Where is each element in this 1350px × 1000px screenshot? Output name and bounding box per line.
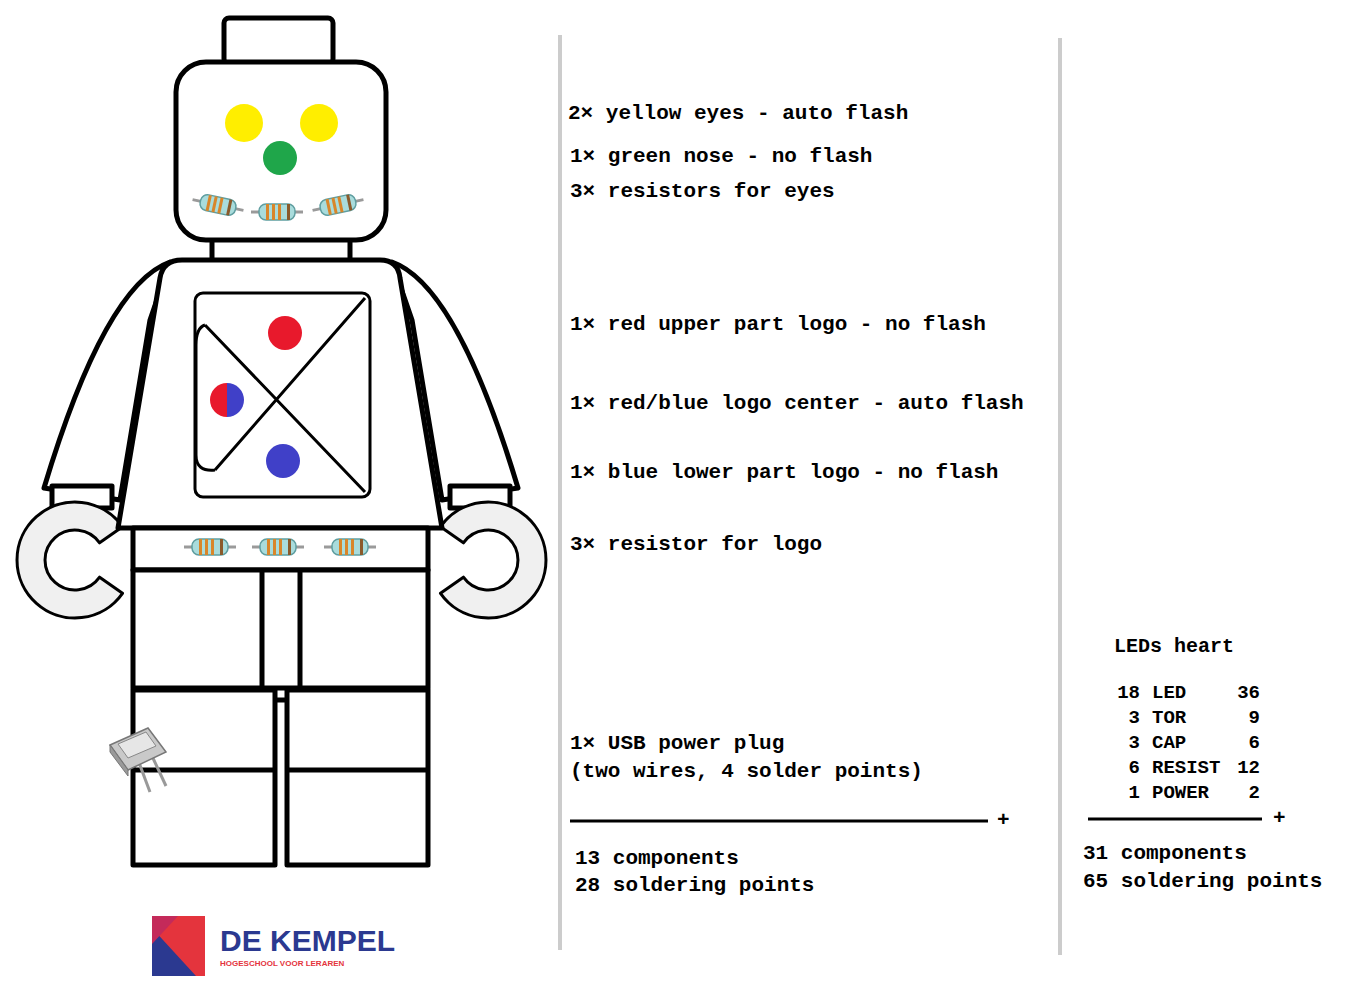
component-label: 1× red upper part logo - no flash [570, 313, 986, 337]
table-cell: 9 [1249, 708, 1260, 730]
plus-sign: + [997, 809, 1010, 833]
brand-icon [152, 916, 205, 976]
table-cell: 6 [1129, 758, 1140, 780]
divider-line [558, 35, 562, 950]
left-leg [133, 690, 275, 865]
component-label: 3× resistor for logo [570, 533, 822, 557]
head [176, 62, 386, 240]
resistor-symbol [184, 539, 236, 555]
right-hand [441, 502, 546, 618]
red-led [268, 316, 302, 350]
table-cell: 2 [1249, 783, 1260, 805]
green-nose-led [263, 141, 297, 175]
table-cell: TOR [1152, 708, 1186, 730]
total-label: 65 soldering points [1083, 870, 1322, 894]
plus-sign: + [1273, 807, 1286, 831]
red-blue-led [227, 383, 244, 417]
brand-tagline: HOGESCHOOL VOOR LERAREN [220, 959, 344, 968]
resistor-symbol [251, 204, 303, 220]
sum-line [570, 820, 988, 823]
table-cell: 3 [1129, 733, 1140, 755]
resistor-symbol [191, 192, 245, 218]
table-cell: LED [1152, 683, 1186, 705]
torso-logo [195, 293, 370, 497]
table-cell: 3 [1129, 708, 1140, 730]
table-cell: 6 [1249, 733, 1260, 755]
red-blue-led [210, 383, 227, 417]
component-label: 2× yellow eyes - auto flash [568, 102, 908, 126]
resistor-symbol [311, 192, 365, 218]
hips [133, 570, 428, 688]
head-stud [224, 18, 333, 64]
minifigure [17, 18, 546, 865]
table-heading: LEDs heart [1114, 635, 1234, 658]
component-label: 1× green nose - no flash [570, 145, 872, 169]
component-label: 1× blue lower part logo - no flash [570, 461, 998, 485]
component-note: (two wires, 4 solder points) [570, 760, 923, 784]
sum-line [1088, 818, 1262, 821]
resistor-symbol [324, 539, 376, 555]
divider-line [1058, 38, 1062, 955]
table-cell: 12 [1237, 758, 1260, 780]
right-leg [287, 690, 428, 865]
resistor-symbol [252, 539, 304, 555]
leg-line [287, 768, 428, 773]
table-cell: 18 [1117, 683, 1140, 705]
logo-lines [196, 298, 365, 492]
table-cell: CAP [1152, 733, 1186, 755]
total-label: 31 components [1083, 842, 1247, 866]
component-label: 3× resistors for eyes [570, 180, 835, 204]
torso [118, 260, 442, 528]
table-cell: 36 [1237, 683, 1260, 705]
total-label: 28 soldering points [575, 874, 814, 898]
left-hand [17, 502, 122, 618]
blue-led [266, 444, 300, 478]
component-label: 1× red/blue logo center - auto flash [570, 392, 1024, 416]
table-cell: RESIST [1152, 758, 1220, 780]
belt [133, 528, 428, 570]
component-label: 1× USB power plug [570, 732, 784, 756]
table-cell: 1 [1129, 783, 1140, 805]
leg-line [133, 768, 275, 773]
table-cell: POWER [1152, 783, 1209, 805]
brand-name: DE KEMPEL [220, 924, 395, 959]
crotch [262, 570, 300, 700]
yellow-eye-led [225, 104, 263, 142]
total-label: 13 components [575, 847, 739, 871]
yellow-eye-led [300, 104, 338, 142]
usb-plug [110, 728, 166, 792]
